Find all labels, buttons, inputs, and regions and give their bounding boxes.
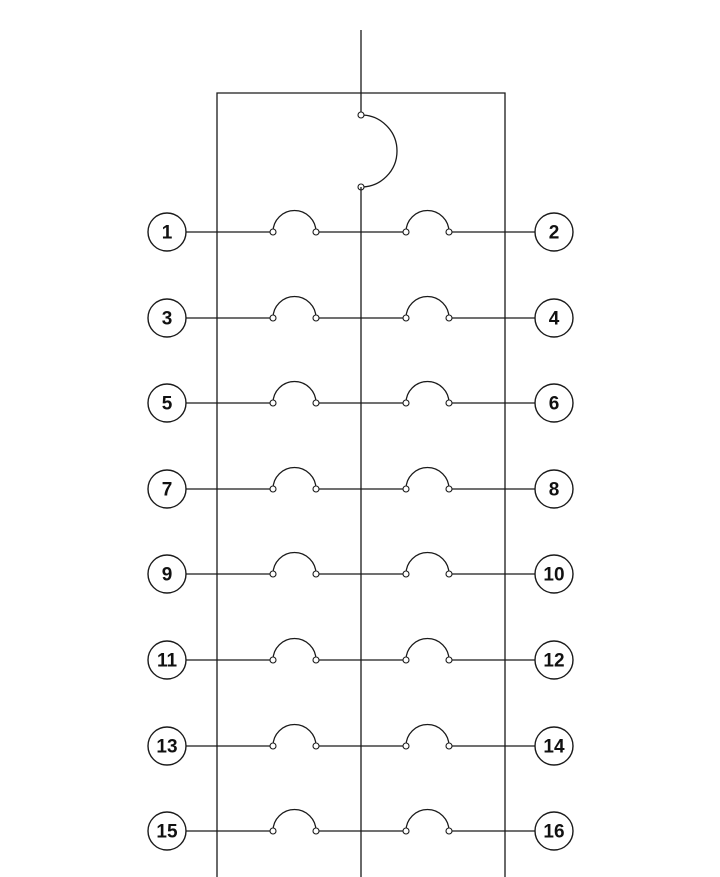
terminal-right-circle — [534, 469, 574, 509]
terminal-left-label: 5 — [162, 394, 173, 415]
fuse-arc-left — [272, 808, 317, 832]
fuse-node — [402, 399, 410, 407]
terminal-right-label: 4 — [549, 309, 560, 330]
fuse-arc-left — [272, 466, 317, 490]
fuse-node — [312, 485, 320, 493]
terminal-right-circle — [534, 554, 574, 594]
fuse-node — [269, 827, 277, 835]
fuse-node — [312, 228, 320, 236]
terminal-right-label: 14 — [543, 737, 565, 758]
fuse-arc-right — [405, 551, 450, 575]
terminal-left-label: 1 — [162, 223, 173, 244]
fuse-arc-right — [405, 723, 450, 747]
main-fuse-node-top — [357, 111, 365, 119]
fuse-node — [269, 742, 277, 750]
terminal-right-circle — [534, 640, 574, 680]
terminal-right-label: 12 — [543, 651, 564, 672]
terminal-right-label: 6 — [549, 394, 560, 415]
fuse-node — [445, 827, 453, 835]
fuse-node — [402, 656, 410, 664]
fuse-node — [402, 314, 410, 322]
fuse-node — [445, 656, 453, 664]
terminal-right-label: 10 — [543, 565, 564, 586]
terminal-left-circle — [147, 811, 187, 851]
fuse-row: 11 12 — [147, 637, 574, 680]
fuse-node — [402, 485, 410, 493]
fuse-arc-left — [272, 637, 317, 661]
terminal-left-label: 9 — [162, 565, 173, 586]
fuse-node — [402, 827, 410, 835]
fuse-node — [445, 314, 453, 322]
fuse-arc-right — [405, 209, 450, 233]
fuse-node — [402, 742, 410, 750]
fuse-row: 13 14 — [147, 723, 574, 766]
terminal-left-label: 3 — [162, 309, 173, 330]
fuse-node — [312, 314, 320, 322]
fuse-node — [269, 656, 277, 664]
terminal-right-circle — [534, 298, 574, 338]
fuse-node — [312, 827, 320, 835]
terminal-left-circle — [147, 383, 187, 423]
fuse-row: 9 10 — [147, 551, 574, 594]
fuse-arc-left — [272, 380, 317, 404]
terminal-left-label: 13 — [156, 737, 177, 758]
terminal-left-circle — [147, 212, 187, 252]
terminal-right-label: 8 — [549, 480, 560, 501]
main-fuse-arc — [360, 114, 398, 188]
fuse-node — [445, 570, 453, 578]
fuse-arc-left — [272, 551, 317, 575]
terminal-right-circle — [534, 811, 574, 851]
fuse-arc-right — [405, 466, 450, 490]
fuse-node — [312, 656, 320, 664]
fuse-arc-left — [272, 209, 317, 233]
terminal-left-circle — [147, 640, 187, 680]
terminal-left-circle — [147, 298, 187, 338]
fuse-node — [312, 399, 320, 407]
fuse-node — [269, 485, 277, 493]
terminal-left-label: 7 — [162, 480, 173, 501]
terminal-right-circle — [534, 726, 574, 766]
fuse-node — [269, 399, 277, 407]
fuse-node — [445, 228, 453, 236]
terminal-right-label: 2 — [549, 223, 560, 244]
fuse-node — [312, 570, 320, 578]
fuse-node — [402, 570, 410, 578]
terminal-right-circle — [534, 383, 574, 423]
terminal-left-circle — [147, 469, 187, 509]
terminal-left-label: 15 — [156, 822, 178, 843]
terminal-left-circle — [147, 554, 187, 594]
fuse-arc-right — [405, 808, 450, 832]
terminal-right-label: 16 — [543, 822, 564, 843]
fuse-node — [269, 228, 277, 236]
fuse-node — [312, 742, 320, 750]
fuse-node — [445, 399, 453, 407]
fuse-arc-left — [272, 723, 317, 747]
fuse-node — [269, 570, 277, 578]
fuse-node — [269, 314, 277, 322]
terminal-right-circle — [534, 212, 574, 252]
fuse-node — [445, 485, 453, 493]
fuse-arc-left — [272, 295, 317, 319]
fuse-node — [445, 742, 453, 750]
terminal-left-label: 11 — [157, 651, 178, 672]
fuse-arc-right — [405, 295, 450, 319]
fuse-arc-right — [405, 380, 450, 404]
fuse-arc-right — [405, 637, 450, 661]
terminal-left-circle — [147, 726, 187, 766]
fuse-node — [402, 228, 410, 236]
